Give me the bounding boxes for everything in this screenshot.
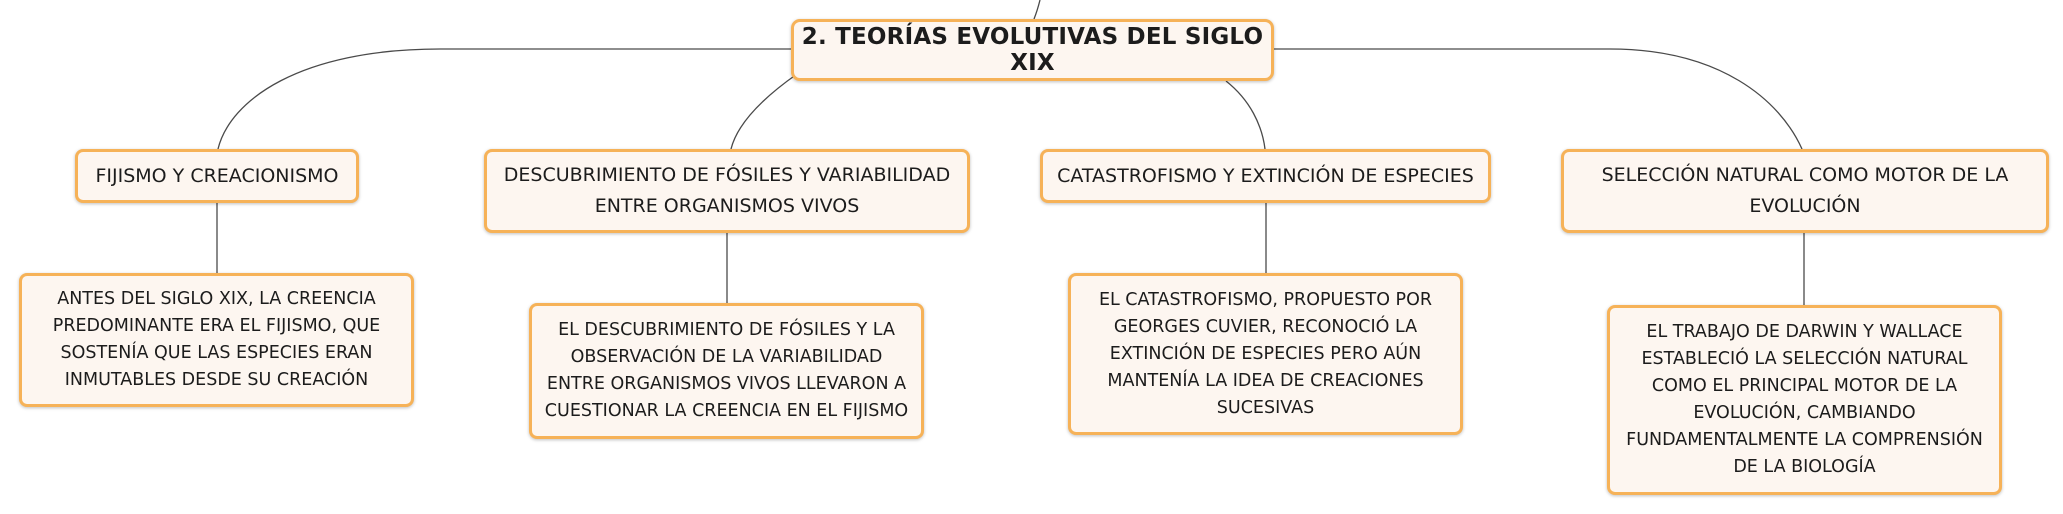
- parent-connector-line: [1033, 0, 1041, 20]
- topic-label: DESCUBRIMIENTO DE FÓSILES Y VARIABILIDAD…: [503, 164, 951, 217]
- topic-seleccion-natural[interactable]: SELECCIÓN NATURAL COMO MOTOR DE LA EVOLU…: [1561, 149, 2049, 233]
- connector-root-to-topic-4: [1274, 48, 1803, 150]
- detail-text: ANTES DEL SIGLO XIX, LA CREENCIA PREDOMI…: [52, 289, 381, 390]
- connector-root-to-topic-1: [217, 48, 791, 150]
- detail-seleccion-natural[interactable]: EL TRABAJO DE DARWIN Y WALLACE ESTABLECI…: [1607, 305, 2002, 495]
- detail-text: EL TRABAJO DE DARWIN Y WALLACE ESTABLECI…: [1626, 322, 1983, 477]
- topic-label: CATASTROFISMO Y EXTINCIÓN DE ESPECIES: [1057, 164, 1474, 187]
- detail-catastrofismo[interactable]: EL CATASTROFISMO, PROPUESTO POR GEORGES …: [1068, 273, 1463, 435]
- detail-text: EL DESCUBRIMIENTO DE FÓSILES Y LA OBSERV…: [544, 320, 909, 421]
- connector-root-to-topic-3: [1225, 80, 1266, 150]
- root-topic-title: 2. TEORÍAS EVOLUTIVAS DEL SIGLO XIX: [801, 24, 1264, 76]
- topic-label: SELECCIÓN NATURAL COMO MOTOR DE LA EVOLU…: [1601, 164, 2009, 217]
- topic-label: FIJISMO Y CREACIONISMO: [95, 164, 339, 187]
- detail-fosiles[interactable]: EL DESCUBRIMIENTO DE FÓSILES Y LA OBSERV…: [529, 303, 924, 439]
- topic-descubrimiento-de-fosiles[interactable]: DESCUBRIMIENTO DE FÓSILES Y VARIABILIDAD…: [484, 149, 970, 233]
- detail-text: EL CATASTROFISMO, PROPUESTO POR GEORGES …: [1098, 289, 1433, 418]
- detail-fijismo[interactable]: ANTES DEL SIGLO XIX, LA CREENCIA PREDOMI…: [19, 273, 414, 407]
- topic-catastrofismo[interactable]: CATASTROFISMO Y EXTINCIÓN DE ESPECIES: [1040, 149, 1491, 203]
- connector-root-to-topic-2: [730, 73, 798, 150]
- topic-fijismo-y-creacionismo[interactable]: FIJISMO Y CREACIONISMO: [75, 149, 359, 203]
- root-topic[interactable]: 2. TEORÍAS EVOLUTIVAS DEL SIGLO XIX: [791, 19, 1274, 81]
